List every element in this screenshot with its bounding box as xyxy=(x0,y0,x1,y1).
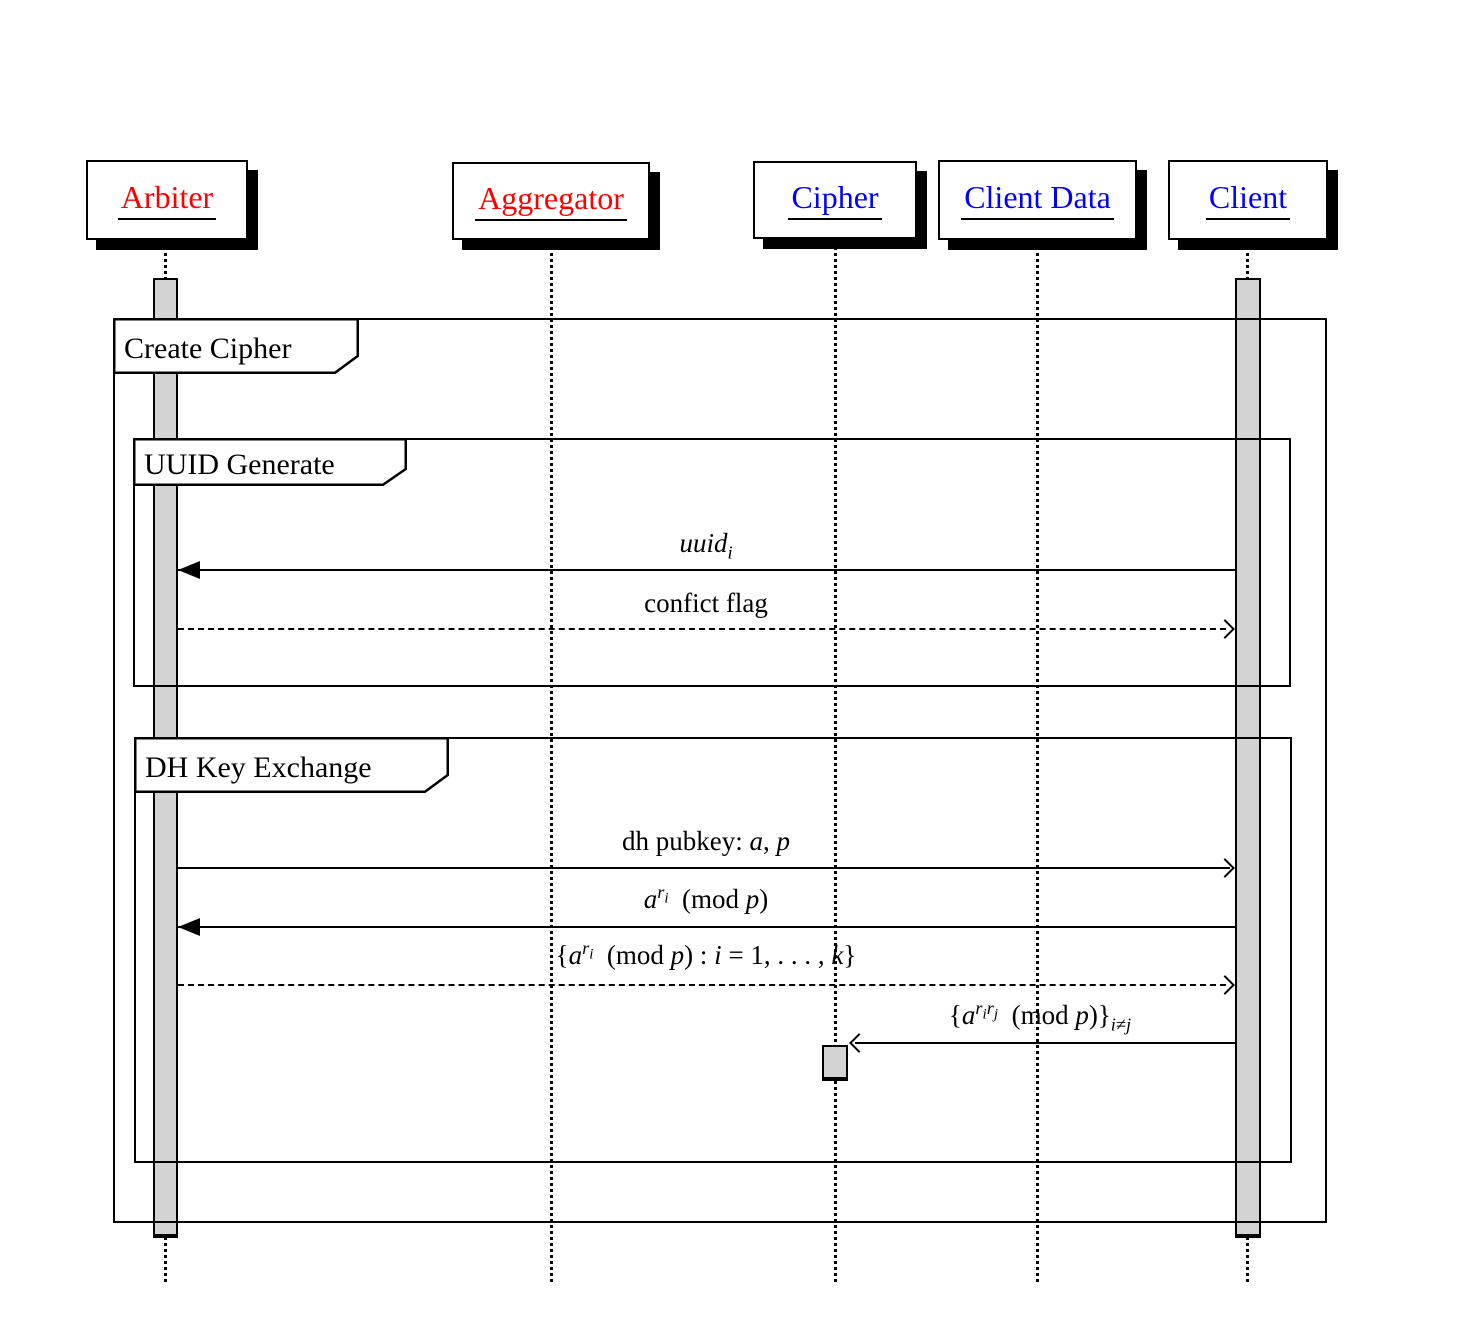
message-line-a-ri-set xyxy=(178,984,1226,986)
frame-label-dh-key-exchange: DH Key Exchange xyxy=(134,737,449,793)
message-label-a-rirj-set: {arirj (mod p)}i≠j xyxy=(948,998,1132,1035)
arrowhead-filled-left-a-ri-mod-p xyxy=(178,918,200,936)
message-line-a-rirj-set xyxy=(855,1042,1235,1044)
participant-client-data-label: Client Data xyxy=(961,181,1114,220)
message-label-dh-pubkey: dh pubkey: a, p xyxy=(622,826,790,856)
message-label-confict-flag: confict flag xyxy=(644,588,768,618)
frame-label-shape xyxy=(113,318,359,374)
participant-client-label: Client xyxy=(1205,181,1291,220)
frame-label-uuid-generate: UUID Generate xyxy=(133,438,407,486)
message-line-confict-flag xyxy=(178,628,1226,630)
participant-aggregator: Aggregator xyxy=(452,162,650,240)
frame-label-text: UUID Generate xyxy=(144,448,335,481)
frame-dh-key-exchange xyxy=(134,737,1292,1163)
participant-cipher-label: Cipher xyxy=(788,181,882,220)
participant-arbiter: Arbiter xyxy=(86,160,248,240)
frame-uuid-generate xyxy=(133,438,1291,687)
arrowhead-filled-left-uuid xyxy=(178,561,200,579)
frame-label-create-cipher: Create Cipher xyxy=(113,318,359,374)
lifeline-aggregator xyxy=(550,240,553,1282)
frame-label-shape xyxy=(133,438,407,486)
frame-label-shape xyxy=(134,737,449,793)
frame-label-text: Create Cipher xyxy=(124,332,291,365)
participant-arbiter-label: Arbiter xyxy=(117,181,217,220)
message-line-uuid xyxy=(178,569,1235,571)
message-line-a-ri-mod-p xyxy=(178,926,1235,928)
participant-cipher: Cipher xyxy=(753,161,917,239)
participant-aggregator-label: Aggregator xyxy=(475,182,627,221)
frame-label-text: DH Key Exchange xyxy=(145,751,372,784)
message-label-a-ri-set: {ari (mod p) : i = 1, . . . , k} xyxy=(555,938,857,970)
message-line-dh-pubkey xyxy=(178,867,1230,869)
participant-client: Client xyxy=(1168,160,1328,240)
participant-client-data: Client Data xyxy=(938,160,1137,240)
activation-bar-cipher xyxy=(822,1045,848,1081)
lifeline-client-data xyxy=(1036,240,1039,1282)
lifeline-cipher xyxy=(834,240,837,1282)
message-label-a-ri-mod-p: ari (mod p) xyxy=(643,882,769,914)
message-label-uuid: uuidi xyxy=(679,528,733,563)
frame-create-cipher xyxy=(113,318,1327,1223)
